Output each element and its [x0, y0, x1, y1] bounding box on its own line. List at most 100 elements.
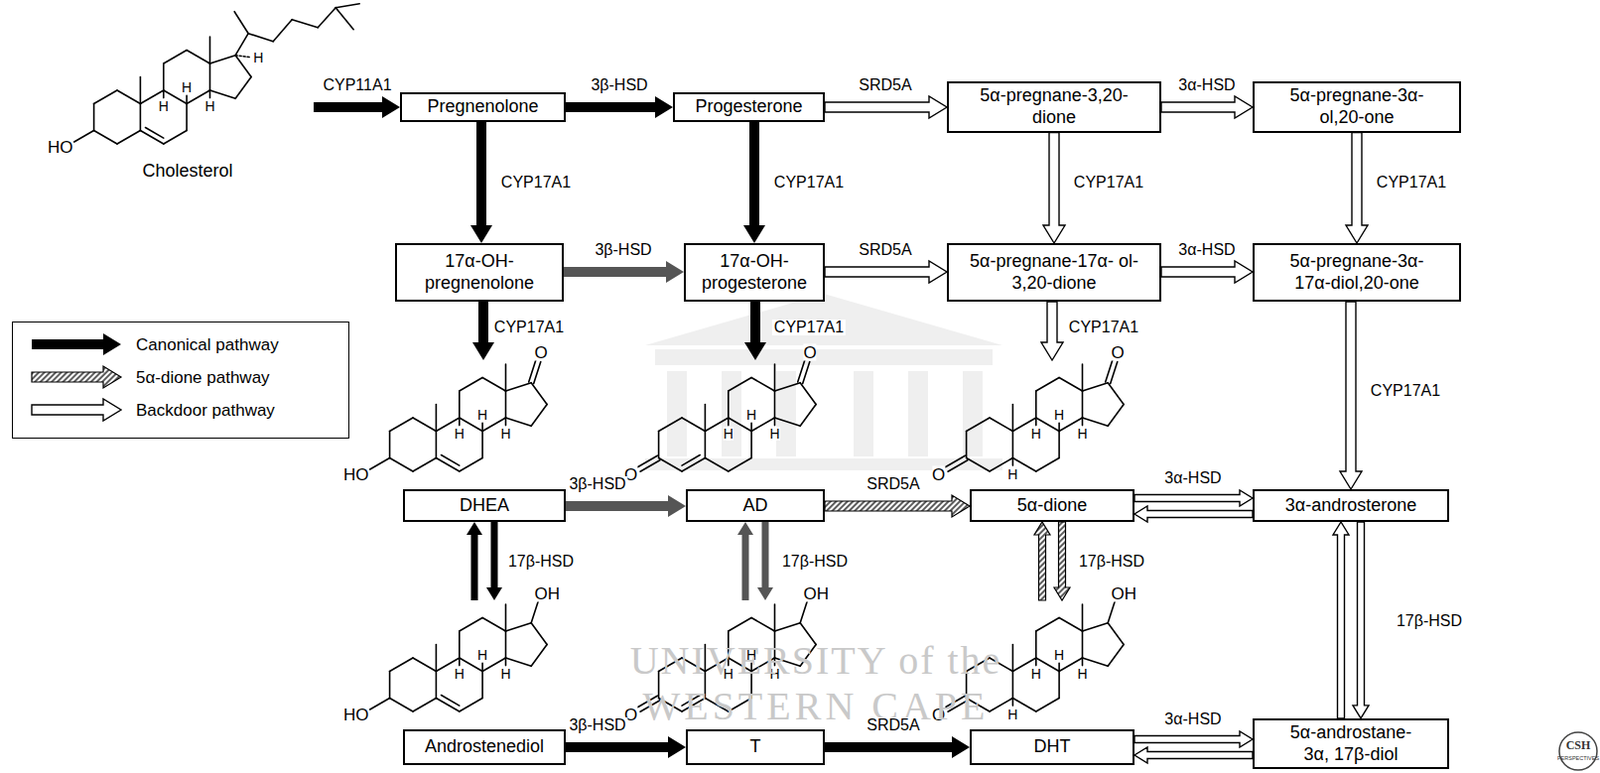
- arrow-shape: [1134, 490, 1253, 507]
- hydrogen-label: H: [1007, 467, 1018, 482]
- bond-line: [1036, 458, 1060, 473]
- bond-line: [1107, 383, 1124, 405]
- bond-line: [481, 431, 484, 459]
- legend-box: Canonical pathway5α-dione pathwayBackdoo…: [11, 321, 350, 439]
- pathway-arrow: [565, 736, 686, 759]
- metabolite-name: 5α-pregnane-17α- ol-3,20-dione: [967, 251, 1142, 294]
- logo-ring: [1559, 732, 1598, 771]
- pathway-arrow: [472, 301, 495, 361]
- bond-line: [412, 698, 436, 713]
- legend-text: Canonical pathway: [135, 335, 279, 356]
- watermark-column: [721, 371, 742, 457]
- arrow-shape: [563, 261, 684, 283]
- bond-line: [235, 77, 252, 100]
- hydroxyl-label: HO: [343, 465, 370, 483]
- metabolite-name: 5α-pregnane-3,20- dione: [967, 85, 1142, 129]
- pathway-arrow: [565, 96, 673, 119]
- enzyme-label: 17β-HSD: [1076, 553, 1147, 570]
- bond-line: [1035, 417, 1038, 426]
- bond-line: [704, 431, 707, 459]
- arrow-shape: [1054, 522, 1070, 601]
- arrow-shape: [313, 96, 400, 119]
- metabolite-name-box: Androstenediol: [402, 729, 566, 766]
- arrow-shape: [824, 495, 970, 518]
- arrow-shape: [1345, 133, 1368, 244]
- arrow-shape: [824, 96, 947, 119]
- pathway-arrow: [744, 301, 767, 361]
- pathway-arrow: [1339, 301, 1362, 490]
- bond-line: [800, 404, 816, 427]
- bond-line: [1059, 618, 1082, 633]
- bond-line: [117, 131, 140, 145]
- arrow-shape: [744, 301, 767, 361]
- bond-line: [681, 417, 705, 432]
- bond-line: [235, 33, 249, 56]
- metabolite-box: T: [685, 600, 825, 766]
- bond-line: [458, 391, 461, 418]
- enzyme-label: SRD5A: [856, 242, 914, 259]
- bond-line: [248, 33, 273, 42]
- bond-line: [1081, 364, 1084, 392]
- bond-line: [750, 431, 753, 459]
- hydrogen-label: H: [1054, 407, 1065, 422]
- arrow-shape: [1161, 261, 1253, 283]
- arrow-shape: [757, 522, 774, 601]
- bond-line: [659, 458, 682, 473]
- bond-line: [1081, 658, 1084, 667]
- bond-line: [1082, 417, 1109, 426]
- hydroxyl-label: HO: [47, 137, 74, 155]
- arrow-shape: [1041, 301, 1064, 361]
- bond-line: [1036, 698, 1060, 713]
- bond-line: [390, 658, 413, 672]
- bond-line: [1107, 404, 1124, 427]
- pathway-arrow: [1041, 301, 1064, 361]
- metabolite-box: Pregnenolone: [400, 92, 566, 123]
- bond-line: [1107, 601, 1115, 624]
- bond-line: [1058, 422, 1061, 431]
- bond-line: [389, 431, 392, 459]
- bond-line: [704, 404, 707, 432]
- pathway-arrow: [824, 495, 970, 518]
- bond-line: [234, 11, 249, 34]
- enzyme-label: 17β-HSD: [780, 553, 850, 570]
- hydrogen-label: H: [1031, 426, 1042, 441]
- oxygen-label: O: [1111, 343, 1125, 361]
- bond-line: [505, 604, 508, 632]
- bond-line: [317, 7, 336, 28]
- steroid-structure: [370, 601, 547, 712]
- hydrogen-label: H: [746, 407, 757, 422]
- hydrogen-label: H: [723, 426, 734, 441]
- bond-line: [458, 658, 461, 667]
- metabolite-name-box: 5α-dione: [969, 489, 1135, 523]
- pathway-arrow: [470, 122, 493, 244]
- pathway-arrow: [1345, 133, 1368, 244]
- legend-arrow-hatched: [31, 366, 122, 389]
- hydrogen-label: H: [477, 648, 488, 663]
- metabolite-name: DHEA: [459, 495, 510, 518]
- bond-line: [459, 618, 483, 633]
- arrow-shape: [565, 96, 673, 119]
- bond-line: [774, 364, 777, 392]
- bond-line: [1035, 631, 1038, 659]
- bond-line: [1058, 431, 1061, 459]
- bond-line: [1036, 618, 1060, 633]
- metabolite-name: Pregnenolone: [426, 96, 538, 119]
- bond-line: [210, 55, 237, 64]
- bond-line: [505, 658, 508, 667]
- bond-line: [1082, 623, 1109, 632]
- pathway-arrow: [466, 522, 503, 601]
- bond-line: [459, 698, 483, 713]
- steroid-structure: [370, 360, 547, 472]
- metabolite-name: T: [750, 736, 762, 759]
- arrow-shape: [466, 522, 483, 601]
- metabolite-name: 3α-androsterone: [1285, 495, 1418, 518]
- pathway-arrow: [1034, 522, 1070, 601]
- watermark-text: UNIVERSITY of the: [630, 641, 1003, 681]
- bond-line: [531, 623, 547, 646]
- bond-line: [272, 19, 292, 42]
- bond-line: [389, 671, 392, 699]
- bond-line: [435, 431, 438, 459]
- hydrogen-label: H: [1076, 426, 1087, 441]
- pathway-arrow: [1134, 490, 1253, 523]
